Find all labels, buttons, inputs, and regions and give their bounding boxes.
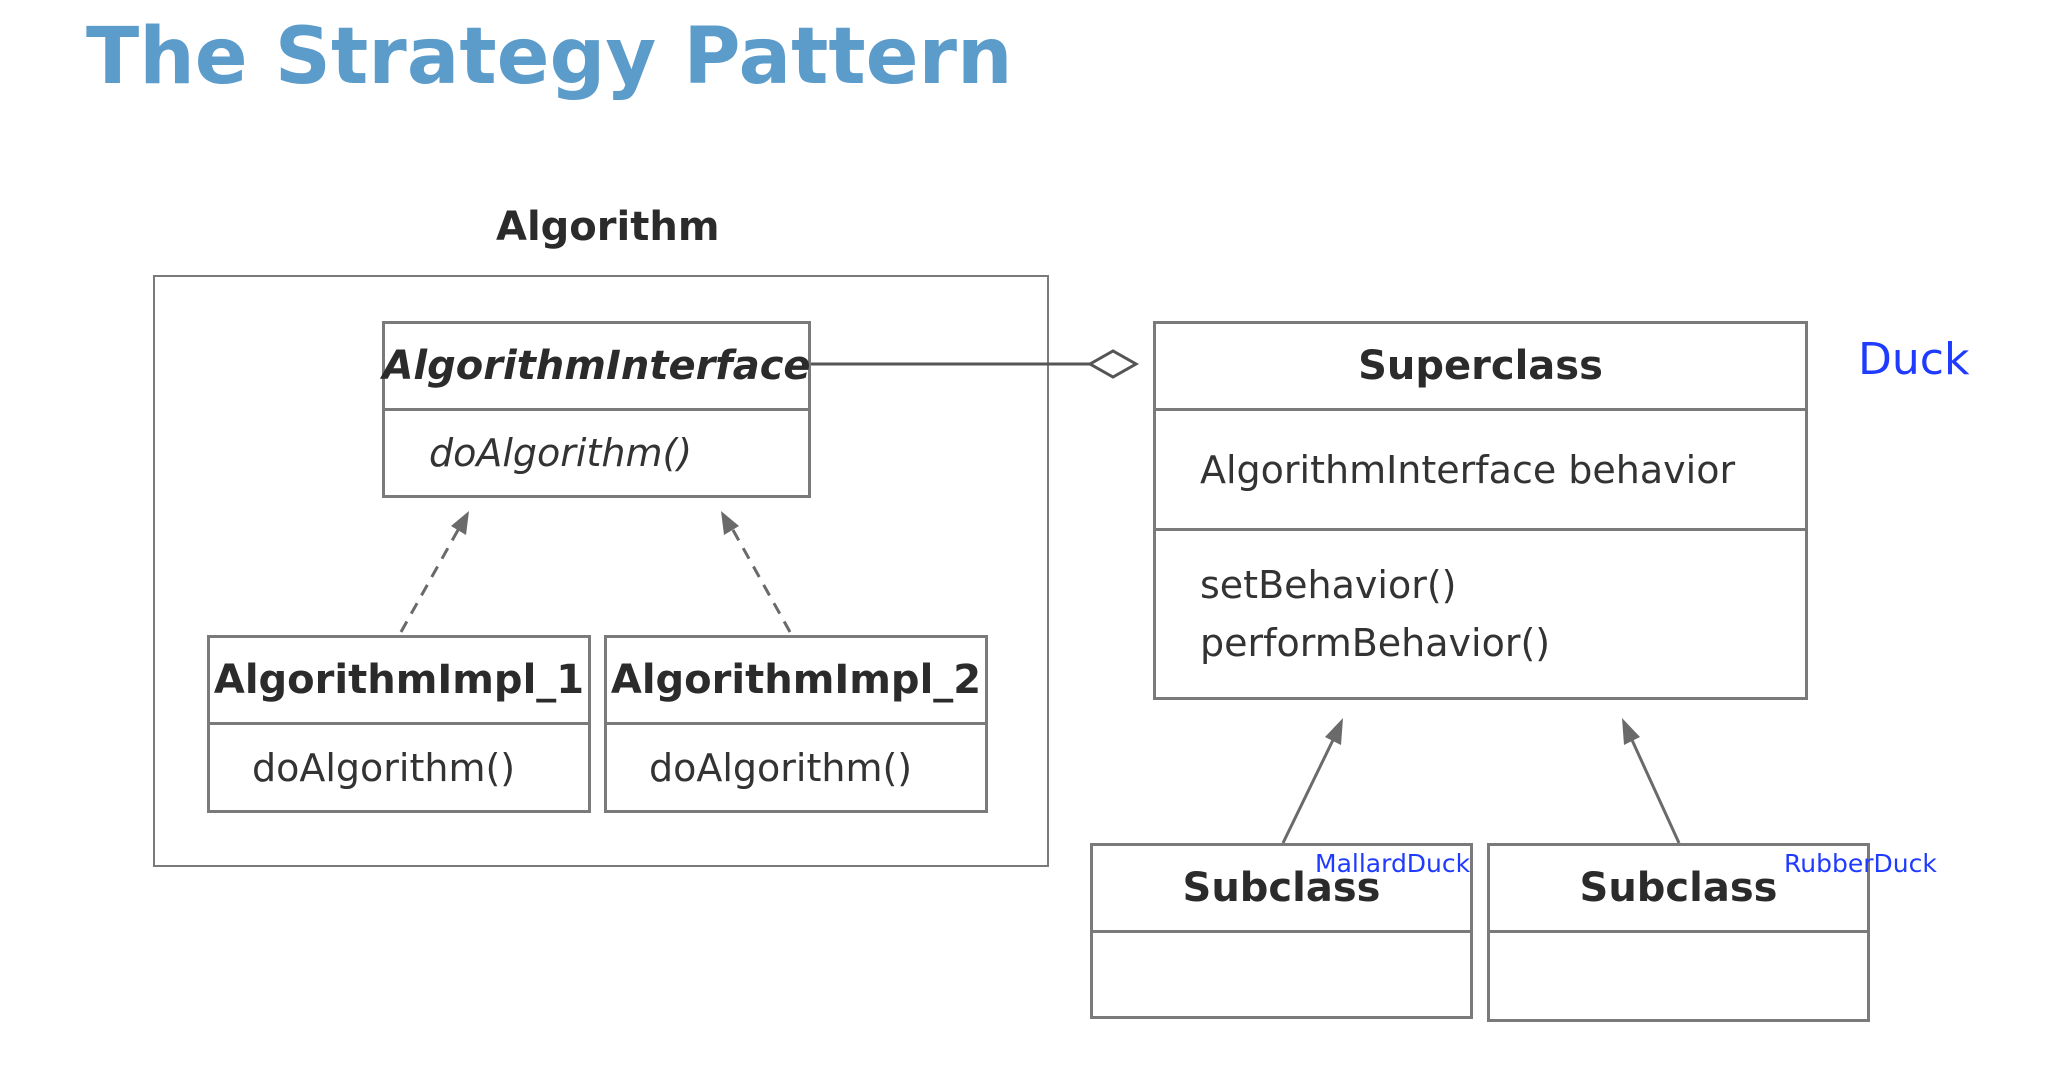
subclass-2-name: Subclass bbox=[1490, 846, 1867, 933]
inheritance-arrow-subclass-1 bbox=[1281, 718, 1343, 844]
algorithm-interface-class[interactable]: AlgorithmInterface doAlgorithm() bbox=[382, 321, 811, 498]
algorithm-impl-1-method: doAlgorithm() bbox=[252, 745, 516, 790]
algorithm-impl-1-class[interactable]: AlgorithmImpl_1 doAlgorithm() bbox=[207, 635, 591, 813]
subclass-1-class[interactable]: Subclass bbox=[1090, 843, 1473, 1019]
subclass-2-class[interactable]: Subclass bbox=[1487, 843, 1870, 1022]
arrowhead-icon bbox=[1622, 718, 1640, 745]
superclass-name: Superclass bbox=[1156, 324, 1805, 411]
superclass-class[interactable]: Superclass AlgorithmInterface behavior s… bbox=[1153, 321, 1808, 700]
superclass-method-set-behavior: setBehavior() bbox=[1200, 563, 1457, 607]
arrowhead-icon bbox=[1325, 718, 1343, 745]
realization-arrow-impl-2 bbox=[721, 511, 792, 633]
aggregation-connector bbox=[811, 349, 1140, 379]
superclass-method-perform-behavior: performBehavior() bbox=[1200, 621, 1551, 665]
algorithm-impl-2-name: AlgorithmImpl_2 bbox=[607, 638, 985, 725]
arrowhead-icon bbox=[721, 511, 739, 535]
algorithm-impl-1-name: AlgorithmImpl_1 bbox=[210, 638, 588, 725]
algorithm-impl-2-method: doAlgorithm() bbox=[649, 745, 913, 790]
aggregation-diamond-icon bbox=[1086, 349, 1140, 379]
algorithm-group-label: Algorithm bbox=[496, 204, 720, 250]
algorithm-impl-2-class[interactable]: AlgorithmImpl_2 doAlgorithm() bbox=[604, 635, 988, 813]
subclass-1-annotation: MallardDuck bbox=[1315, 849, 1471, 878]
superclass-field: AlgorithmInterface behavior bbox=[1156, 411, 1805, 531]
subclass-2-annotation: RubberDuck bbox=[1784, 849, 1937, 878]
superclass-methods: setBehavior() performBehavior() bbox=[1156, 531, 1805, 697]
subclass-1-name: Subclass bbox=[1093, 846, 1470, 933]
algorithm-interface-name: AlgorithmInterface bbox=[382, 324, 811, 411]
arrowhead-icon bbox=[451, 511, 469, 535]
inheritance-arrow-subclass-2 bbox=[1622, 718, 1681, 844]
page-title: The Strategy Pattern bbox=[86, 12, 1013, 102]
realization-arrow-impl-1 bbox=[399, 511, 469, 633]
algorithm-group-frame bbox=[153, 275, 1049, 867]
algorithm-interface-method: doAlgorithm() bbox=[429, 431, 693, 475]
superclass-annotation-duck: Duck bbox=[1858, 334, 1970, 385]
